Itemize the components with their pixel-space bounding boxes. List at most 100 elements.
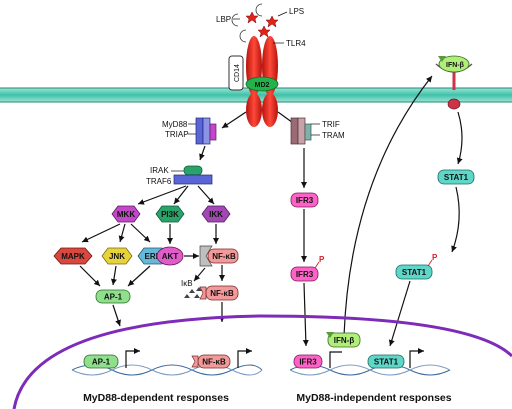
arrow-traf6-to-pi3k [173, 185, 189, 205]
tlr4-transmembrane-left [246, 93, 262, 127]
jnk-label: JNK [109, 252, 125, 261]
md2-protein [245, 76, 279, 92]
mapk-hexagon [53, 247, 93, 265]
nfkb-free-box [205, 285, 239, 301]
nfkb-free-node: NF-κB [199, 285, 239, 301]
arrow-mkk-to-erk [130, 223, 151, 243]
arrow-pifr3-to-nucleus [302, 282, 309, 347]
ifnb-dna-bound: IFN-β [326, 332, 361, 368]
cd14-box [228, 55, 244, 91]
myd88-dependent-label: MyD88-dependent responses [83, 392, 229, 404]
ifr3-node-b: IFR3 P [290, 255, 325, 282]
md2-label: MD2 [255, 82, 270, 89]
stat1-transcription-arrow [409, 348, 424, 368]
ifr3-label-b: IFR3 [296, 270, 314, 279]
ifr3-dna-box [293, 354, 323, 369]
ikk-node: IKK [201, 205, 231, 223]
myd88-block-2 [202, 117, 211, 145]
erk-label: ERK [145, 252, 162, 261]
mapk-node: MAPK [53, 247, 93, 265]
ifnb-receptor-anchor [447, 98, 461, 110]
arrow-mapk-to-ap1 [79, 265, 101, 287]
ifr3-label-a: IFR3 [296, 196, 314, 205]
stat1-node-b: STAT1 P [395, 253, 438, 280]
arrow-traf6-to-mkk [137, 185, 187, 205]
ap1-node: AP-1 [95, 289, 131, 304]
nfkb-transcription-arrow [237, 348, 252, 368]
stat1-dna-box [367, 354, 405, 369]
ikb-degradation-fragments [184, 287, 202, 298]
ap1-label: AP-1 [104, 293, 123, 302]
ifnb-dna-box [327, 332, 361, 348]
stat1-phospho-label: P [432, 253, 438, 262]
tram-block [304, 123, 312, 141]
ifr3-dna-label: IFR3 [299, 358, 317, 367]
lbp-label: LBP [216, 15, 231, 24]
trif-block-1 [290, 117, 299, 145]
traf6-block [173, 174, 213, 185]
arrow-ifnb-secretion [343, 75, 433, 337]
tlr4-complex: CD14 MD2 TLR4 [228, 36, 306, 127]
myd88-independent-label: MyD88-independent responses [296, 392, 451, 404]
arrow-jnk-to-ap1 [110, 265, 117, 286]
mkk-hexagon [111, 205, 141, 223]
traf6-label: TRAF6 [146, 177, 172, 186]
pi3k-hexagon [155, 205, 185, 223]
myd88-block-1 [195, 117, 204, 145]
lps-star-2-icon [265, 15, 279, 28]
cd14-label: CD14 [234, 64, 241, 82]
pi3k-node: PI3K [155, 205, 185, 223]
ap1-dna-bound: AP-1 [83, 348, 140, 369]
fragment-3-icon [184, 294, 190, 298]
tlr4-label: TLR4 [286, 39, 306, 48]
akt-node: AKT [156, 246, 184, 266]
nfkb-dna-label: NF-κB [202, 358, 226, 367]
arrow-pstat1-to-nucleus [388, 280, 411, 347]
arrow-myd88-to-irak [199, 145, 206, 161]
stat1-dna-bound: STAT1 [367, 348, 424, 369]
ifnb-receptor-label: IFN-β [446, 62, 465, 69]
lps-leader [277, 11, 288, 17]
tlr4-transmembrane-right [262, 93, 278, 127]
stat1-node-a: STAT1 [437, 169, 475, 185]
arrow-erk-to-ap1 [127, 265, 151, 287]
ifr3-phospho-label: P [319, 255, 325, 264]
arrow-stat1-to-pstat1 [451, 186, 460, 253]
ifnb-dna-flag [326, 332, 334, 338]
lps-star-3-icon [257, 25, 271, 38]
ifr3-dna-bound: IFR3 [293, 354, 323, 369]
lps-star-1-icon [245, 11, 259, 24]
ap1-dna-box [83, 354, 119, 369]
trif-adaptor: TRIF TRAM [290, 117, 345, 145]
nfkb-ikb-complex: NF-κB [199, 245, 239, 267]
akt-label: AKT [162, 252, 179, 261]
arrow-complex-to-ikb [193, 267, 206, 282]
lbp-lps-group: LBP LPS [216, 3, 304, 43]
ikk-hexagon [201, 205, 231, 223]
ikb-label: IκB [181, 279, 193, 288]
mkk-label: MKK [117, 210, 135, 219]
ap1-dna-label: AP-1 [92, 358, 111, 367]
dna-left [71, 364, 263, 376]
ikk-label: IKK [209, 210, 223, 219]
nfkb-free-label: NF-κB [210, 289, 234, 298]
ifnb-dna-label: IFN-β [334, 336, 355, 345]
ap1-transcription-arrow [125, 348, 140, 368]
nfkb-free-tab [199, 286, 207, 300]
irak-block [183, 165, 203, 176]
nuclear-envelope [12, 314, 512, 409]
arrow-receptor-to-stat1 [456, 111, 463, 165]
trif-block-2 [297, 117, 306, 145]
ifnb-ligand [438, 55, 470, 73]
lbp-crescent-2 [239, 29, 247, 43]
myd88-label: MyD88 [162, 120, 188, 129]
arrow-mkk-to-mapk [81, 223, 121, 243]
pi3k-label: PI3K [161, 210, 179, 219]
stat1-box-a [437, 169, 475, 185]
triap-label: TRIAP [165, 130, 189, 139]
triap-block [209, 123, 217, 141]
stat1-label-b: STAT1 [402, 268, 427, 277]
dna-right-strand-2 [289, 364, 451, 376]
arrow-tlr4-to-myd88 [221, 111, 247, 129]
lbp-crescent-1 [231, 13, 239, 27]
